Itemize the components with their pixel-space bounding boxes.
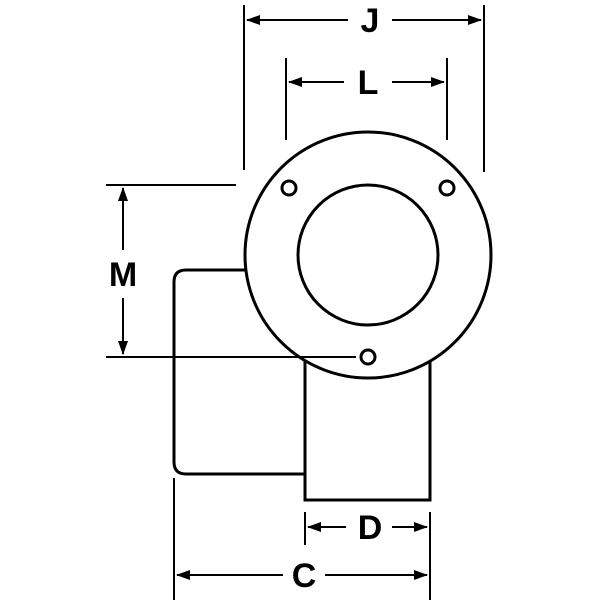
dimension-labels: J L M D C (109, 2, 382, 595)
label-c: C (292, 557, 317, 595)
elbow-body (172, 130, 493, 502)
bore-circle (296, 183, 440, 327)
dimension-lines (118, 15, 482, 580)
label-m: M (109, 256, 137, 294)
bottom-branch-outline (303, 360, 432, 502)
mounting-hole-bottom (359, 348, 377, 366)
label-d: D (358, 509, 383, 547)
mounting-holes (280, 179, 456, 366)
left-branch-outline (172, 268, 305, 476)
mounting-hole-top-left (280, 179, 298, 197)
extension-lines (106, 5, 485, 600)
mounting-hole-top-right (438, 179, 456, 197)
label-l: L (358, 64, 379, 102)
flange-outer-circle (243, 130, 493, 380)
label-j: J (361, 2, 380, 40)
